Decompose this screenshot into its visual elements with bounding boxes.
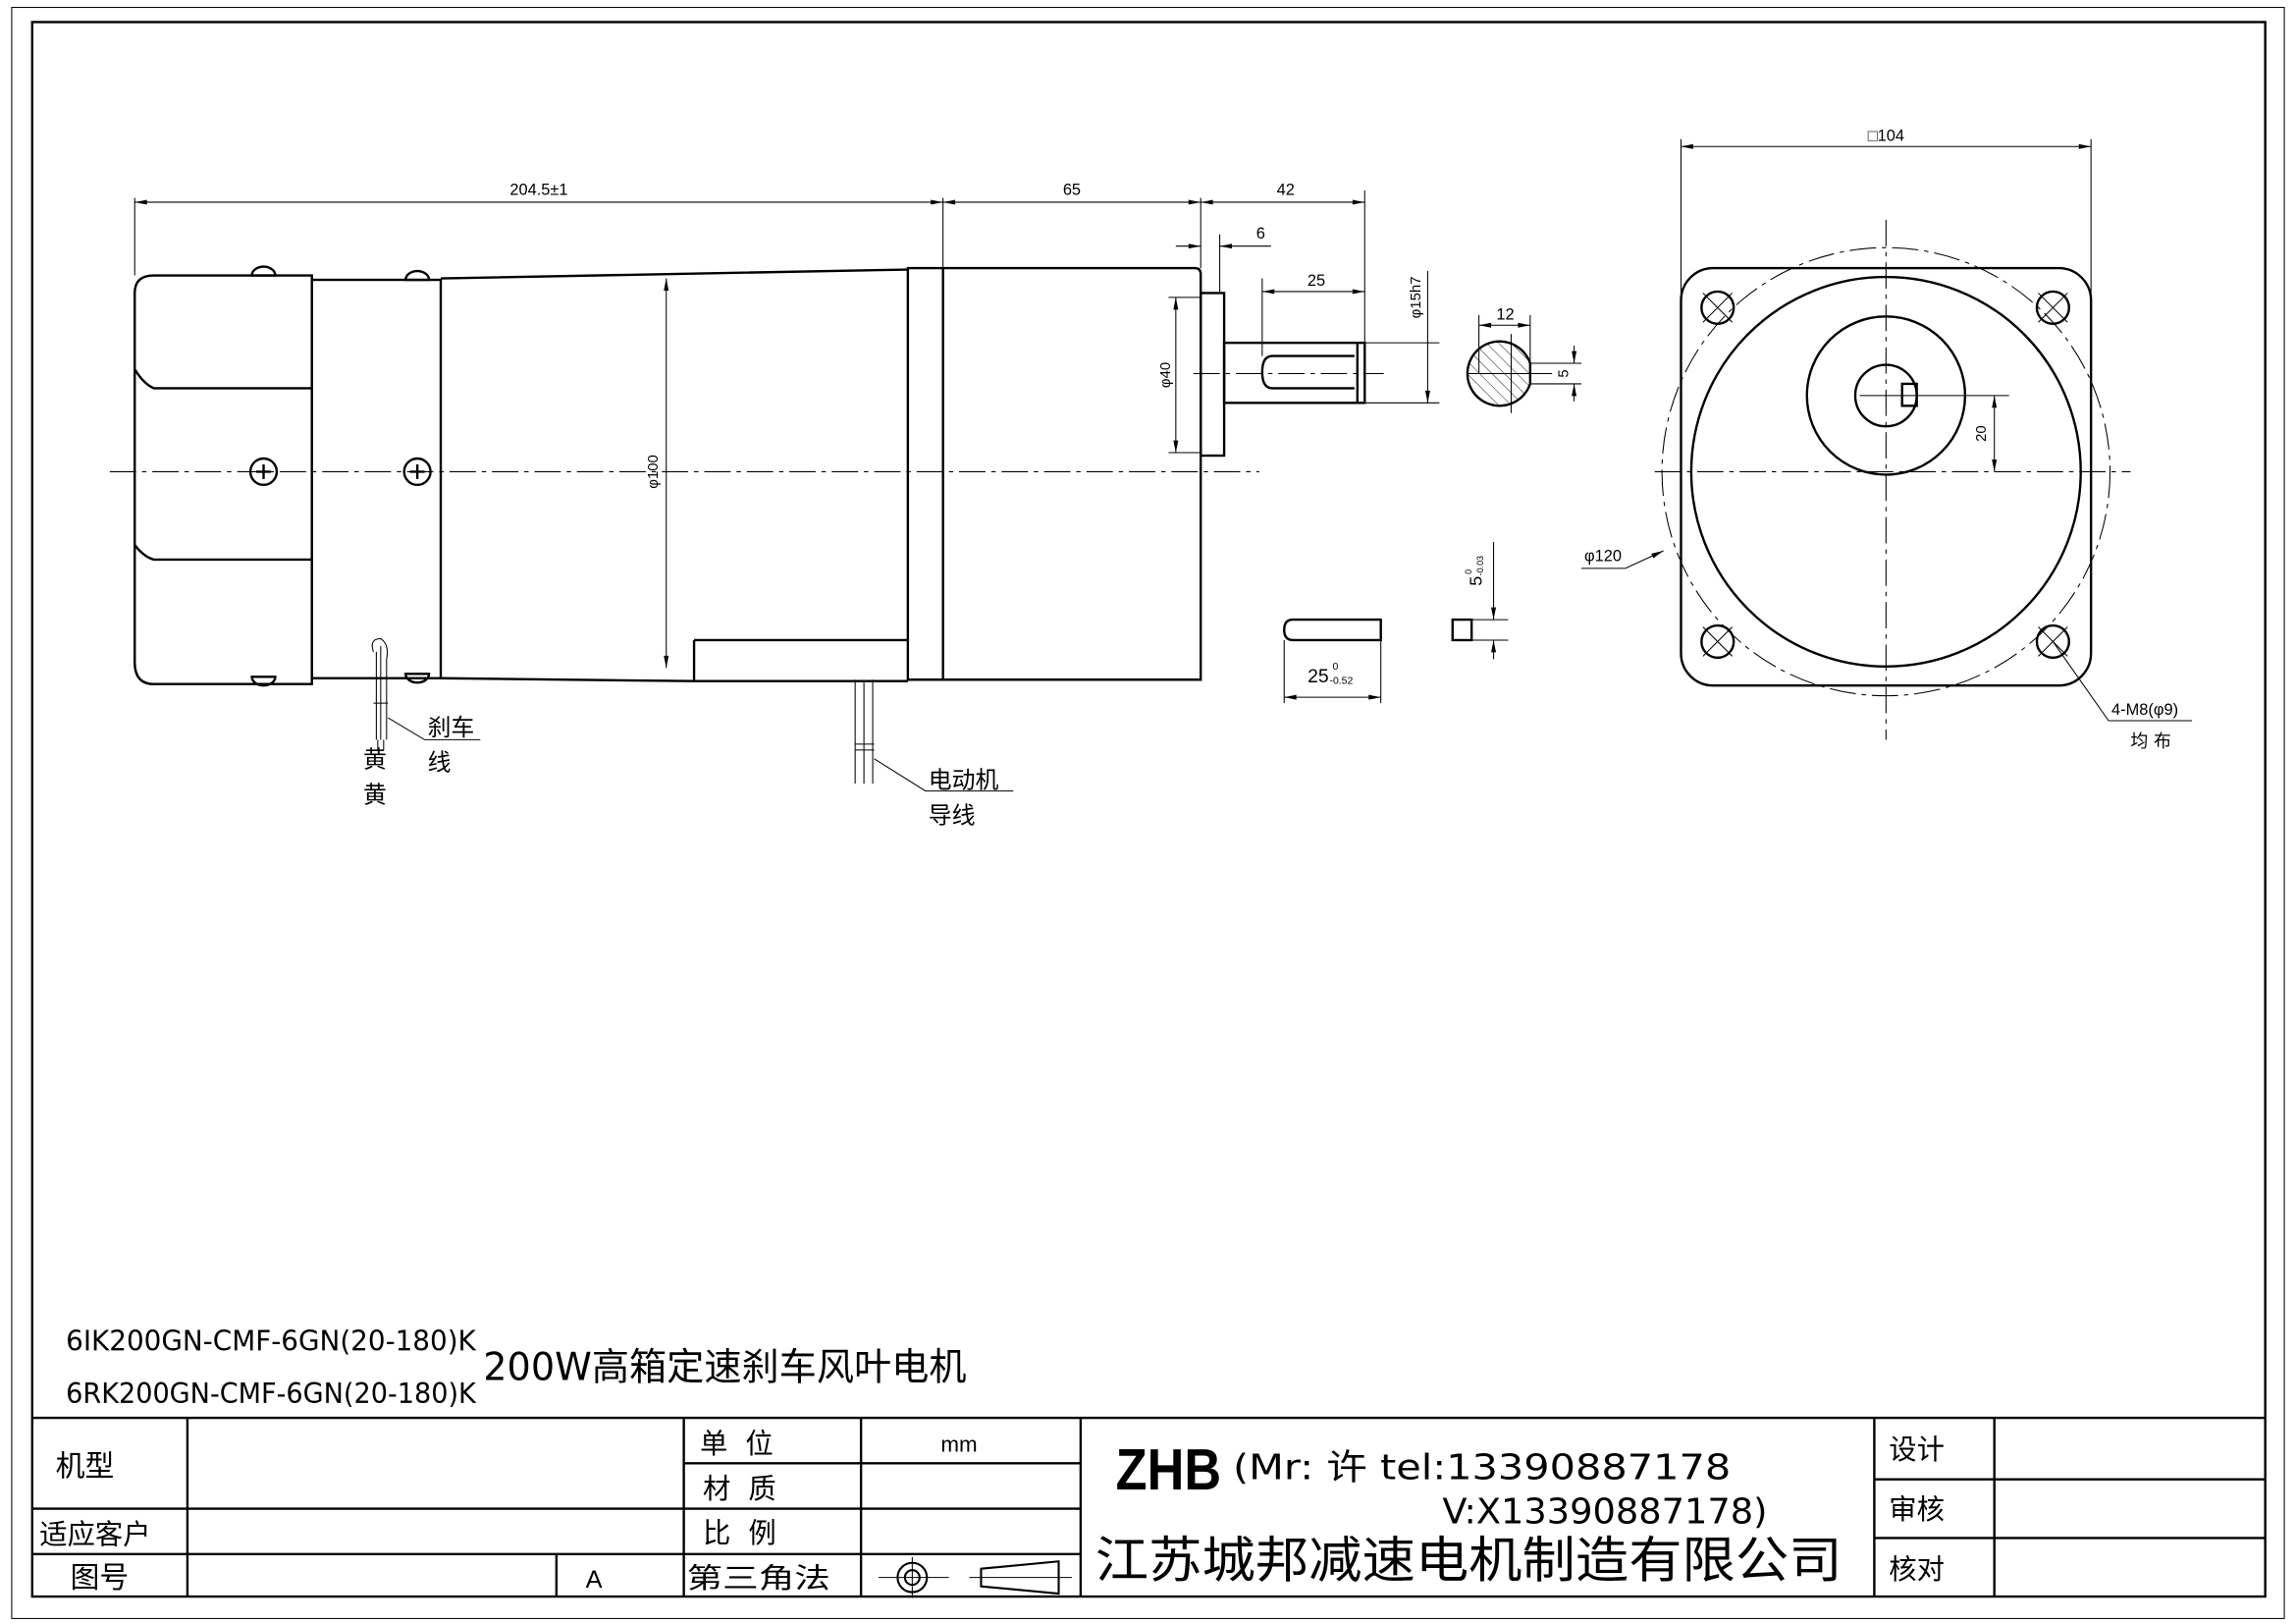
shaft-section: 12 5 bbox=[1466, 305, 1582, 413]
key-height-tol-lower: -0.03 bbox=[1475, 556, 1485, 575]
customer-label: 适应客户 bbox=[39, 1518, 150, 1550]
fan-cover bbox=[133, 274, 313, 685]
key-length-value: 25 bbox=[1308, 666, 1329, 687]
section-width-label: 12 bbox=[1496, 305, 1514, 323]
outer-frame bbox=[11, 7, 2285, 1619]
model-label: 机型 bbox=[56, 1450, 115, 1485]
body-dia-label: φ100 bbox=[646, 455, 662, 489]
brand-logo: ZHB bbox=[1116, 1436, 1221, 1502]
bolt-hole-icons bbox=[1700, 290, 2070, 660]
key-part: 25 0 -0.52 5 0 -0.03 bbox=[1283, 542, 1509, 704]
scale-label: 比 例 bbox=[703, 1517, 776, 1549]
drawing-no-label: 图号 bbox=[71, 1561, 130, 1596]
inner-frame bbox=[30, 21, 2267, 1598]
side-view: φ100 204.5±1 65 42 6 25 φ40 φ15h7 bbox=[109, 181, 1440, 829]
gearbox-length-label: 65 bbox=[1063, 181, 1081, 198]
gearbox bbox=[906, 266, 1202, 681]
key-height-value: 5 bbox=[1467, 576, 1486, 586]
review-label: 审核 bbox=[1889, 1493, 1945, 1526]
key-height-tol-upper: 0 bbox=[1464, 569, 1473, 574]
unit-label: 单 位 bbox=[700, 1428, 774, 1460]
brake-wire bbox=[371, 637, 481, 750]
company-name: 江苏城邦减速电机制造有限公司 bbox=[1095, 1532, 1842, 1590]
design-label: 设计 bbox=[1889, 1434, 1945, 1466]
key-length-label: 25 bbox=[1308, 272, 1325, 290]
holes-note: 均 布 bbox=[2130, 731, 2170, 752]
unit-value: mm bbox=[940, 1432, 977, 1456]
motor-body bbox=[440, 268, 908, 682]
revision-value: A bbox=[586, 1566, 603, 1594]
motor-wire-label: 电动机 bbox=[929, 767, 999, 794]
square-size-label: □104 bbox=[1868, 127, 1904, 144]
output-shaft bbox=[1222, 341, 1366, 405]
flange-thk-label: 6 bbox=[1256, 225, 1265, 243]
brake-wire-label-2: 线 bbox=[428, 749, 452, 777]
key-length-tol-lower: -0.52 bbox=[1329, 676, 1353, 687]
yellow-label-2: 黄 bbox=[363, 782, 387, 809]
section-key-label: 5 bbox=[1557, 369, 1573, 377]
key-length-tol-upper: 0 bbox=[1332, 662, 1338, 673]
overall-length-label: 204.5±1 bbox=[509, 181, 567, 198]
contact-line-1: (Mr: 许 tel:13390887178 bbox=[1233, 1448, 1731, 1488]
screw-icons bbox=[248, 265, 432, 687]
drawing-title: 200W高箱定速刹车风叶电机 bbox=[483, 1345, 966, 1389]
yellow-label-1: 黄 bbox=[363, 746, 387, 774]
title-block: 机型 适应客户 图号 A 单 位 mm 材 质 比 例 第三角法 ZHB (Mr… bbox=[31, 1416, 2266, 1598]
shaft-ext-label: 42 bbox=[1277, 181, 1295, 198]
offset-label: 20 bbox=[1974, 425, 1990, 442]
brake-wire-label: 刹车 bbox=[428, 714, 475, 741]
front-view: □104 20 φ120 4-M8(φ9) 均 布 bbox=[1581, 127, 2193, 752]
material-label: 材 质 bbox=[703, 1473, 776, 1505]
holes-label: 4-M8(φ9) bbox=[2111, 701, 2178, 719]
motor-wire bbox=[854, 679, 1014, 792]
model-number-2: 6RK200GN-CMF-6GN(20-180)K bbox=[66, 1378, 477, 1410]
flange-dia-label: φ40 bbox=[1158, 362, 1174, 388]
pcd-label: φ120 bbox=[1584, 547, 1622, 565]
motor-wire-label-2: 导线 bbox=[929, 801, 976, 829]
check-label: 核对 bbox=[1889, 1553, 1945, 1586]
shaft-dia-label: φ15h7 bbox=[1409, 276, 1424, 318]
projection-label: 第三角法 bbox=[687, 1562, 830, 1595]
model-number-1: 6IK200GN-CMF-6GN(20-180)K bbox=[66, 1325, 477, 1357]
flange bbox=[1200, 292, 1226, 458]
brake-section bbox=[310, 278, 443, 679]
third-angle-projection-icon bbox=[879, 1556, 1072, 1598]
contact-line-2: V:X13390887178) bbox=[1442, 1491, 1767, 1532]
